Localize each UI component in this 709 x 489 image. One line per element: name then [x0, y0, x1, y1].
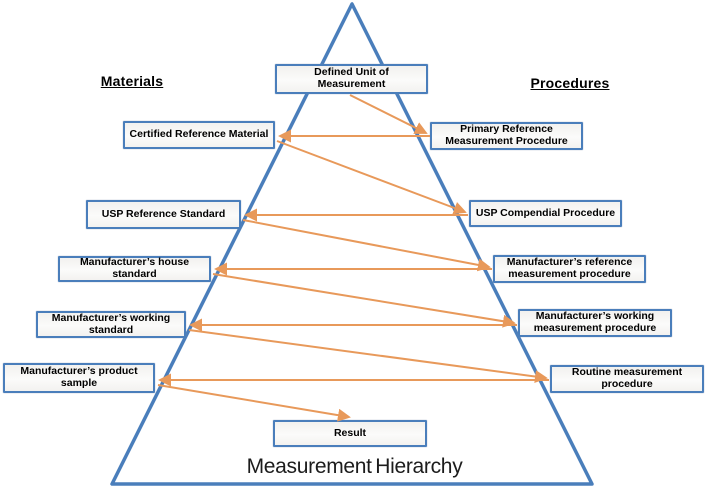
node-manufacturers-working-standard: Manufacturer’s working standard	[36, 311, 186, 338]
materials-column-header: Materials	[100, 73, 164, 89]
arrow-manufacturers-product-sample-to-result	[157, 384, 351, 422]
diagram-title: Measurement Hierarchy	[246, 455, 463, 478]
node-primary-reference-measurement-procedure: Primary Reference Measurement Procedure	[430, 122, 583, 150]
node-defined-unit-of-measurement: Defined Unit of Measurement	[275, 64, 428, 94]
procedures-column-header: Procedures	[530, 75, 610, 91]
arrow-manufacturers-working-standard-to-routine-measurement-procedure	[188, 329, 548, 383]
node-routine-measurement-procedure: Routine measurement procedure	[550, 365, 704, 393]
arrow-usp-reference-standard-to-manufacturers-reference-measurement-procedure	[242, 219, 491, 272]
node-manufacturers-reference-measurement-procedure: Manufacturer’s reference measurement pro…	[493, 255, 646, 283]
node-certified-reference-material: Certified Reference Material	[123, 121, 275, 149]
arrow-certified-reference-material-to-usp-compendial-procedure	[276, 140, 467, 215]
node-manufacturers-house-standard: Manufacturer’s house standard	[58, 256, 211, 282]
arrow-manufacturers-house-standard-to-manufacturers-working-measurement-procedure	[212, 273, 516, 328]
node-manufacturers-product-sample: Manufacturer’s product sample	[3, 363, 155, 393]
node-result: Result	[273, 420, 427, 447]
node-usp-reference-standard: USP Reference Standard	[86, 200, 241, 229]
node-usp-compendial-procedure: USP Compendial Procedure	[469, 200, 622, 227]
arrow-defined-unit-of-measurement-to-primary-reference-measurement-procedure	[349, 94, 428, 134]
node-manufacturers-working-measurement-procedure: Manufacturer’s working measurement proce…	[518, 309, 672, 337]
